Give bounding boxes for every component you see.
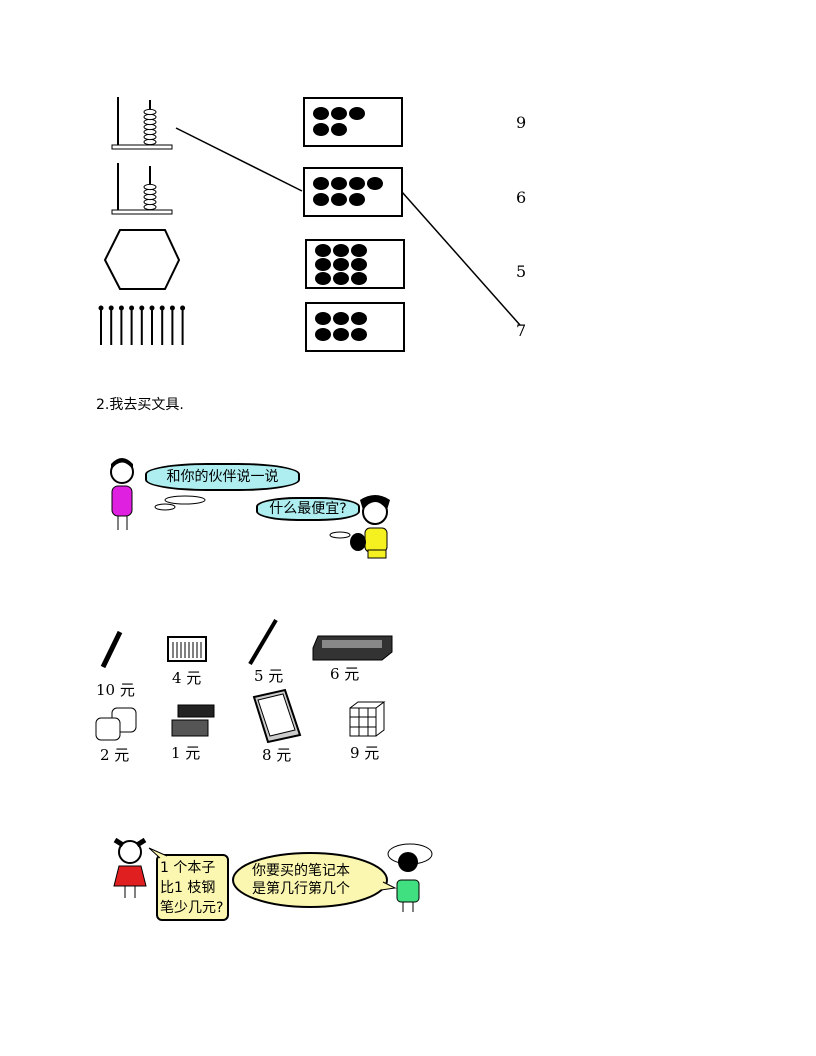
dot bbox=[351, 328, 367, 341]
eraser-icon bbox=[312, 635, 393, 661]
stick-head bbox=[118, 305, 124, 311]
stick-head bbox=[169, 305, 175, 311]
bubble-line: 1 个本子 bbox=[160, 860, 216, 876]
dot bbox=[331, 193, 347, 206]
stick-head bbox=[159, 305, 165, 311]
dot bbox=[367, 177, 383, 190]
abacus-bead bbox=[143, 138, 157, 146]
dot bbox=[351, 272, 367, 285]
stick-head bbox=[98, 305, 104, 311]
dot bbox=[333, 258, 349, 271]
number-label: 5 bbox=[516, 262, 527, 281]
abacus-bead bbox=[143, 133, 157, 141]
price-label: 5 元 bbox=[254, 667, 284, 685]
stick-head bbox=[129, 305, 135, 311]
stick-head bbox=[149, 305, 155, 311]
scene-question bbox=[113, 837, 433, 921]
number-label: 9 bbox=[516, 113, 527, 132]
dot bbox=[313, 123, 329, 136]
dot bbox=[351, 244, 367, 257]
price-label: 8 元 bbox=[262, 746, 292, 764]
number-label: 7 bbox=[516, 321, 527, 340]
brush-icon bbox=[248, 618, 278, 666]
abacus-bead bbox=[143, 113, 157, 121]
abacus-bead bbox=[143, 118, 157, 126]
dot bbox=[315, 312, 331, 325]
stick-head bbox=[139, 305, 145, 311]
pencil-box-icon bbox=[171, 704, 215, 737]
dot bbox=[351, 312, 367, 325]
abacus-2 bbox=[111, 163, 173, 215]
abacus-bead bbox=[143, 183, 157, 191]
question-bubble-2: 你要买的笔记本 是第几行第几个 bbox=[252, 862, 350, 898]
dot bbox=[333, 328, 349, 341]
price-label: 10 元 bbox=[96, 681, 135, 699]
abacus-bead bbox=[143, 188, 157, 196]
price-label: 4 元 bbox=[172, 669, 202, 687]
dot bbox=[315, 244, 331, 257]
girl-yellow-illustration bbox=[350, 495, 390, 559]
bubble-line: 你要买的笔记本 bbox=[252, 863, 350, 879]
abacus-1 bbox=[111, 97, 173, 150]
girl-pink-illustration bbox=[110, 458, 134, 530]
scene-girls-talking bbox=[110, 458, 390, 559]
match-line-2 bbox=[401, 191, 521, 326]
abacus-bead bbox=[143, 128, 157, 136]
dot bbox=[349, 193, 365, 206]
dot bbox=[333, 272, 349, 285]
fountain-pen-icon bbox=[100, 630, 123, 669]
sticks bbox=[98, 305, 186, 345]
dot bbox=[351, 258, 367, 271]
notebook-icon bbox=[252, 688, 302, 744]
dot-card bbox=[303, 167, 403, 217]
bubble-line: 笔少几元? bbox=[160, 900, 224, 916]
dot-card bbox=[305, 302, 405, 352]
price-label: 6 元 bbox=[330, 665, 360, 683]
price-label: 9 元 bbox=[350, 744, 380, 762]
dot bbox=[333, 312, 349, 325]
dot bbox=[333, 244, 349, 257]
section-title: 2.我去买文具. bbox=[96, 397, 184, 413]
cube-icon bbox=[349, 701, 386, 737]
number-label: 6 bbox=[516, 188, 527, 207]
girl-red-illustration bbox=[113, 837, 147, 898]
abacus-bead bbox=[143, 198, 157, 206]
abacus-bead bbox=[143, 108, 157, 116]
abacus-bead bbox=[143, 123, 157, 131]
dot bbox=[349, 107, 365, 120]
hexagon bbox=[103, 229, 181, 290]
stationery-items bbox=[95, 618, 393, 744]
dot bbox=[313, 193, 329, 206]
dot bbox=[313, 177, 329, 190]
price-label: 1 元 bbox=[171, 744, 201, 762]
dot bbox=[313, 107, 329, 120]
dot-card bbox=[305, 239, 405, 289]
abacus-bead bbox=[143, 203, 157, 211]
pencil-case-icon bbox=[167, 636, 207, 662]
bubble-line: 比1 枝钢 bbox=[160, 880, 216, 896]
girl-green-illustration bbox=[387, 843, 433, 912]
dot bbox=[315, 258, 331, 271]
stick-head bbox=[180, 305, 186, 311]
ink-bottles-icon bbox=[95, 707, 137, 741]
dot-card bbox=[303, 97, 403, 147]
dot bbox=[315, 272, 331, 285]
speech-cloud: 什么最便宜? bbox=[256, 497, 360, 521]
dot bbox=[331, 177, 347, 190]
price-label: 2 元 bbox=[100, 746, 130, 764]
dot bbox=[331, 123, 347, 136]
question-bubble-1: 1 个本子 比1 枝钢 笔少几元? bbox=[160, 858, 223, 918]
matching-figures bbox=[98, 97, 521, 345]
speech-cloud: 和你的伙伴说一说 bbox=[145, 463, 300, 491]
bubble-line: 是第几行第几个 bbox=[252, 881, 350, 897]
stick-head bbox=[108, 305, 114, 311]
dot bbox=[315, 328, 331, 341]
abacus-bead bbox=[143, 193, 157, 201]
dot bbox=[349, 177, 365, 190]
dot bbox=[331, 107, 347, 120]
match-line-1 bbox=[175, 127, 303, 192]
